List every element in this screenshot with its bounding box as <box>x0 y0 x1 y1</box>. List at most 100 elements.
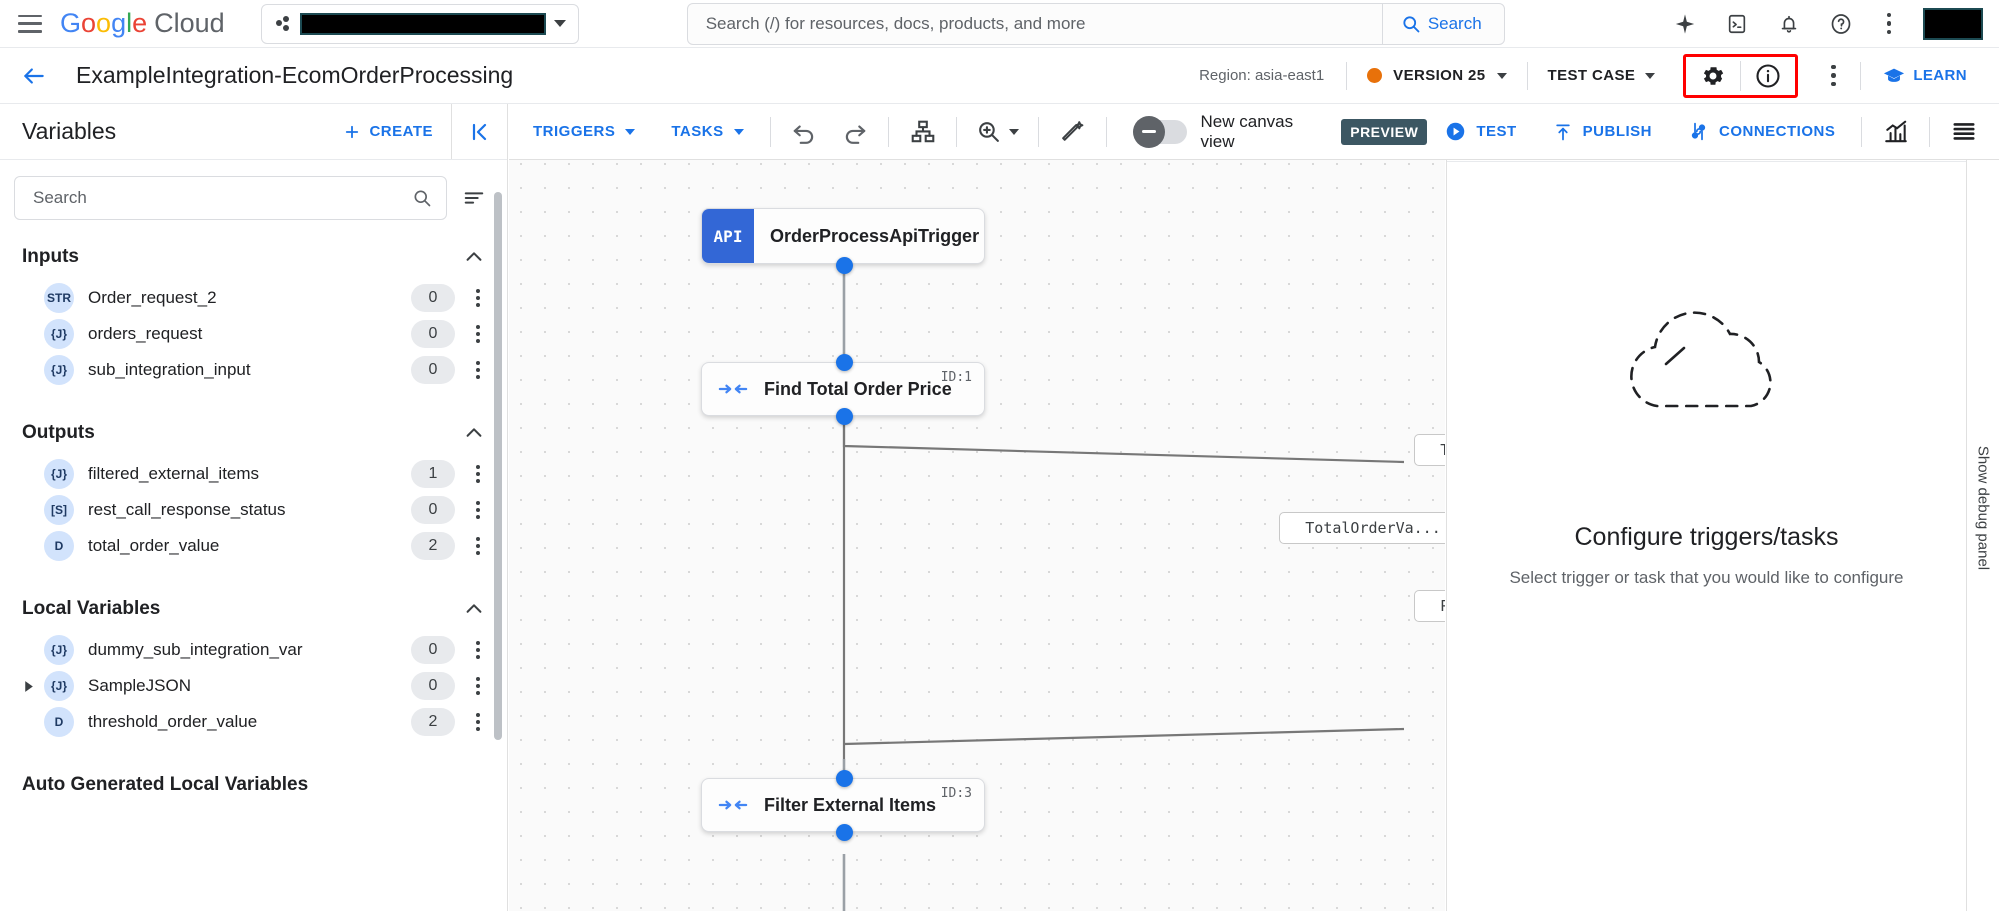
more-vert-icon[interactable] <box>1879 12 1899 35</box>
variable-name: threshold_order_value <box>88 712 258 731</box>
page-header-actions: Region: asia-east1 VERSION 25 TEST CASE <box>1177 48 1999 103</box>
sidebar-scrollbar[interactable] <box>494 192 502 740</box>
variable-type-badge: {J} <box>44 459 74 489</box>
variable-row[interactable]: {J} sub_integration_input 0 <box>0 352 507 388</box>
page-more-button[interactable] <box>1806 48 1860 103</box>
project-name-redacted <box>299 12 546 35</box>
section-title: Local Variables <box>22 598 161 619</box>
node-input-port[interactable] <box>836 770 853 787</box>
variable-usage-count: 0 <box>411 356 455 384</box>
divider <box>1037 116 1039 147</box>
gemini-sparkle-icon[interactable] <box>1671 10 1699 38</box>
undo-button[interactable] <box>779 104 830 159</box>
variable-row[interactable]: D threshold_order_value 2 <box>0 704 507 740</box>
section-header[interactable]: Local Variables <box>0 586 507 632</box>
variable-name: Order_request_2 <box>88 288 217 307</box>
search-input[interactable] <box>687 3 1382 44</box>
sort-filter-icon[interactable] <box>461 187 487 209</box>
variables-search-box[interactable] <box>14 176 447 220</box>
avatar[interactable] <box>1923 7 1983 40</box>
test-button[interactable]: TEST <box>1427 104 1534 159</box>
node-output-port[interactable] <box>836 408 853 425</box>
back-arrow-icon[interactable] <box>20 62 48 90</box>
variable-row[interactable]: {J} SampleJSON 0 <box>0 668 507 704</box>
chevron-up-icon[interactable] <box>463 422 485 444</box>
chevron-up-icon[interactable] <box>463 246 485 268</box>
notifications-bell-icon[interactable] <box>1775 10 1803 38</box>
redo-button[interactable] <box>829 104 880 159</box>
variable-row[interactable]: {J} orders_request 0 <box>0 316 507 352</box>
row-more-icon[interactable] <box>469 677 487 695</box>
variable-usage-count: 0 <box>411 496 455 524</box>
version-label: VERSION 25 <box>1393 67 1486 84</box>
analytics-button[interactable] <box>1870 104 1921 159</box>
auto-layout-button[interactable] <box>897 104 948 159</box>
row-more-icon[interactable] <box>469 361 487 379</box>
search-input[interactable] <box>31 187 412 209</box>
row-more-icon[interactable] <box>469 537 487 555</box>
variable-row[interactable]: {J} filtered_external_items 1 <box>0 456 507 492</box>
project-selector[interactable] <box>260 3 579 44</box>
variable-type-badge: {J} <box>44 319 74 349</box>
hamburger-menu-icon[interactable] <box>18 14 42 33</box>
magic-wand-button[interactable] <box>1047 104 1098 159</box>
row-more-icon[interactable] <box>469 325 487 343</box>
create-variable-button[interactable]: CREATE <box>343 123 451 141</box>
variable-row[interactable]: {J} dummy_sub_integration_var 0 <box>0 632 507 668</box>
variable-name: filtered_external_items <box>88 464 260 483</box>
tasks-menu-button[interactable]: TASKS <box>653 104 761 159</box>
chevron-up-icon[interactable] <box>463 598 485 620</box>
info-button[interactable] <box>1741 57 1795 95</box>
settings-button[interactable] <box>1686 57 1740 95</box>
global-search-bar[interactable]: Search <box>686 2 1505 45</box>
sidebar-header: Variables CREATE <box>0 104 507 160</box>
test-case-selector[interactable]: TEST CASE <box>1528 67 1676 84</box>
show-debug-panel-rail[interactable]: Show debug panel <box>1966 104 1999 911</box>
canvas-toolbar: TRIGGERS TASKS <box>509 104 1999 160</box>
variable-row[interactable]: STR Order_request_2 0 <box>0 280 507 316</box>
collapse-sidebar-button[interactable] <box>451 104 507 159</box>
row-more-icon[interactable] <box>469 465 487 483</box>
config-empty-subtitle: Select trigger or task that you would li… <box>1509 568 1904 587</box>
section-title: Inputs <box>22 246 79 267</box>
expand-triangle-icon[interactable] <box>22 680 44 693</box>
search-icon <box>1403 15 1420 32</box>
row-more-icon[interactable] <box>469 713 487 731</box>
edge-label[interactable]: TotalOrderVa... <box>1279 512 1445 544</box>
version-selector[interactable]: VERSION 25 <box>1347 67 1526 84</box>
variables-section-outputs: Outputs {J} filtered_external_items 1 [S… <box>0 410 507 564</box>
search-button[interactable]: Search <box>1381 3 1504 44</box>
canvas-node-trigger[interactable]: API OrderProcessApiTrigger <box>701 208 985 264</box>
page-title: ExampleIntegration-EcomOrderProcessing <box>76 62 514 88</box>
section-header[interactable]: Auto Generated Local Variables <box>0 762 507 808</box>
page-header: ExampleIntegration-EcomOrderProcessing R… <box>0 48 1999 104</box>
create-label: CREATE <box>369 123 433 140</box>
triggers-menu-button[interactable]: TRIGGERS <box>509 104 653 159</box>
section-header[interactable]: Inputs <box>0 234 507 280</box>
divider <box>1105 116 1107 147</box>
publish-button[interactable]: PUBLISH <box>1535 104 1670 159</box>
magic-wand-icon <box>1061 121 1083 141</box>
edge-label[interactable]: TotalOrderVa... <box>1414 434 1445 466</box>
row-more-icon[interactable] <box>469 501 487 519</box>
variable-row[interactable]: [S] rest_call_response_status 0 <box>0 492 507 528</box>
edge-label[interactable]: Proceed if a... <box>1414 590 1445 622</box>
sidebar-search-row <box>0 160 507 234</box>
logs-button[interactable] <box>1938 104 1989 159</box>
help-question-icon[interactable] <box>1827 10 1855 38</box>
learn-button[interactable]: LEARN <box>1861 65 1985 87</box>
row-more-icon[interactable] <box>469 289 487 307</box>
node-output-port[interactable] <box>836 824 853 841</box>
zoom-button[interactable] <box>965 104 1030 159</box>
variable-row[interactable]: D total_order_value 2 <box>0 528 507 564</box>
canvas-node-find-total-order-price[interactable]: Find Total Order Price ID:1 <box>701 362 985 416</box>
connections-button[interactable]: CONNECTIONS <box>1670 104 1853 159</box>
node-output-port[interactable] <box>836 257 853 274</box>
row-more-icon[interactable] <box>469 641 487 659</box>
integration-canvas[interactable]: API OrderProcessApiTrigger Find Total Or… <box>509 104 1445 911</box>
new-canvas-view-toggle[interactable] <box>1132 115 1187 148</box>
node-input-port[interactable] <box>836 354 853 371</box>
cloud-shell-terminal-icon[interactable] <box>1723 10 1751 38</box>
section-header[interactable]: Outputs <box>0 410 507 456</box>
